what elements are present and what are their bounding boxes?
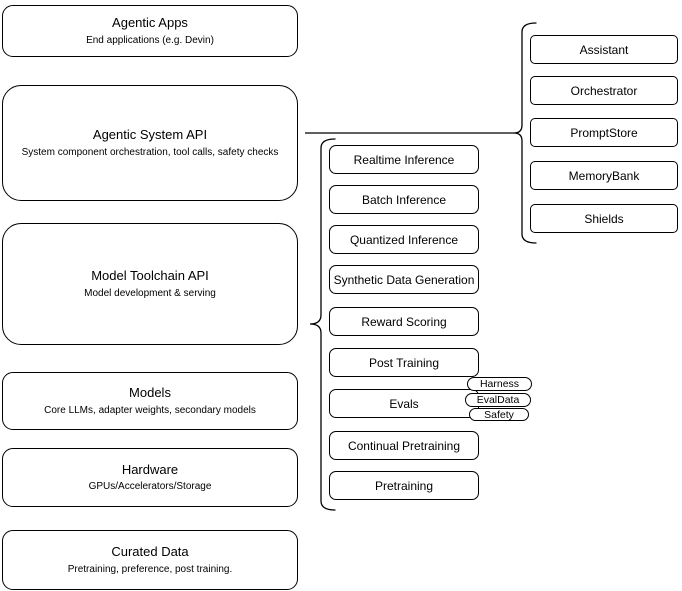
box-title: Models xyxy=(129,385,171,401)
box-title: Model Toolchain API xyxy=(91,268,209,284)
box-agentic-system-api: Agentic System API System component orch… xyxy=(2,85,298,201)
box-subtitle: Model development & serving xyxy=(84,287,216,299)
box-reward-scoring: Reward Scoring xyxy=(329,307,479,336)
box-title: Hardware xyxy=(121,461,179,477)
tag-evaldata: EvalData xyxy=(465,393,531,407)
box-hardware: Hardware GPUs/Accelerators/Storage xyxy=(2,448,298,507)
tag-harness: Harness xyxy=(467,377,532,391)
box-subtitle: GPUs/Accelerators/Storage xyxy=(88,481,212,493)
box-post-training: Post Training xyxy=(329,348,479,377)
box-subtitle: End applications (e.g. Devin) xyxy=(86,34,214,46)
box-shields: Shields xyxy=(530,204,678,233)
box-assistant: Assistant xyxy=(530,35,678,64)
box-title: Curated Data xyxy=(111,544,189,560)
box-promptstore: PromptStore xyxy=(530,118,678,147)
tag-safety: Safety xyxy=(469,408,529,421)
box-title: Agentic Apps xyxy=(112,15,188,31)
box-evals: Evals xyxy=(329,389,479,418)
box-agentic-apps: Agentic Apps End applications (e.g. Devi… xyxy=(2,5,298,57)
box-model-toolchain-api: Model Toolchain API Model development & … xyxy=(2,223,298,345)
box-title: Agentic System API xyxy=(92,127,208,143)
box-realtime-inference: Realtime Inference xyxy=(329,145,479,174)
box-subtitle: Pretraining, preference, post training. xyxy=(67,563,233,575)
box-quantized-inference: Quantized Inference xyxy=(329,225,479,254)
toolchain-brace xyxy=(309,138,336,511)
box-synthetic-data-generation: Synthetic Data Generation xyxy=(329,265,479,294)
box-subtitle: System component orchestration, tool cal… xyxy=(21,146,279,158)
box-continual-pretraining: Continual Pretraining xyxy=(329,431,479,460)
box-orchestrator: Orchestrator xyxy=(530,76,678,105)
box-memorybank: MemoryBank xyxy=(530,161,678,190)
system-brace xyxy=(513,22,537,244)
box-batch-inference: Batch Inference xyxy=(329,185,479,214)
box-models: Models Core LLMs, adapter weights, secon… xyxy=(2,372,298,430)
box-pretraining: Pretraining xyxy=(329,471,479,500)
box-subtitle: Core LLMs, adapter weights, secondary mo… xyxy=(44,404,256,416)
box-curated-data: Curated Data Pretraining, preference, po… xyxy=(2,530,298,590)
